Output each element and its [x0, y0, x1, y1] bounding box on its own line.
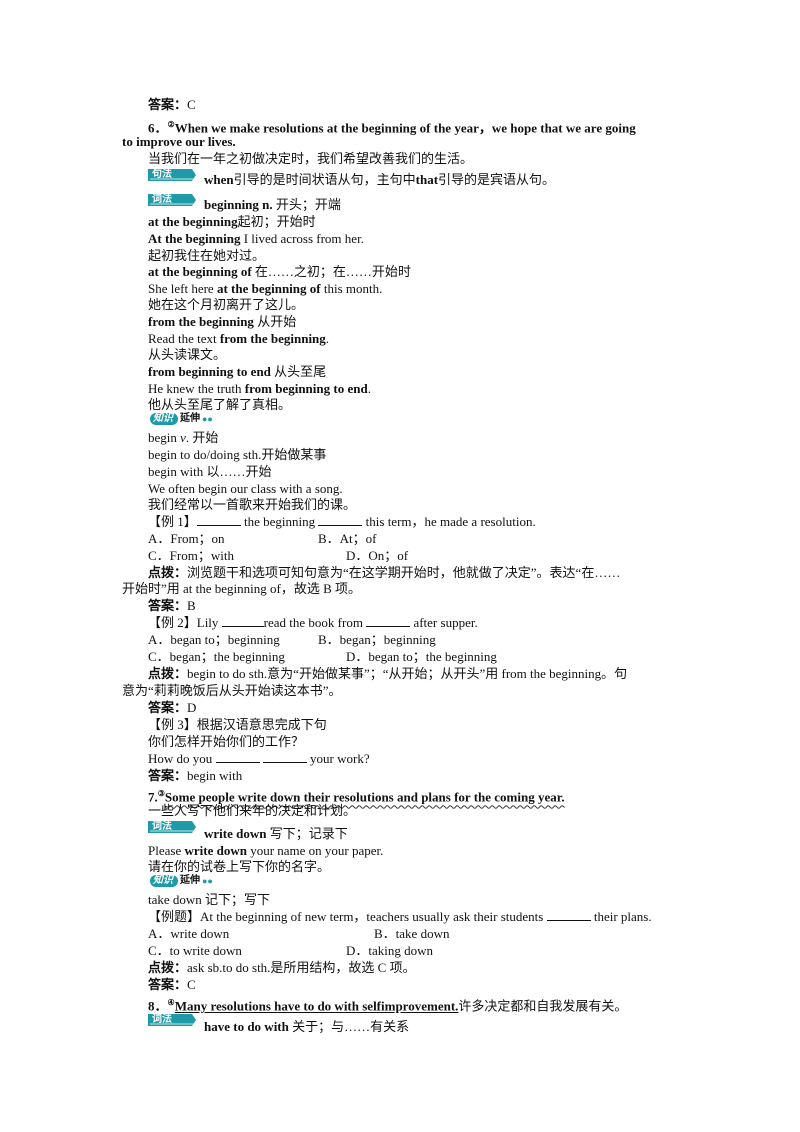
vocab-beginning: beginning n. 开头；开端 — [204, 197, 341, 212]
example-line: He knew the truth from beginning to end. — [148, 381, 371, 396]
phrase-line: from the beginning 从开始 — [148, 314, 297, 329]
begin-verb: begin v. 开始 — [148, 430, 219, 445]
extension-tag: 知识 延伸 ●● — [150, 874, 213, 888]
translation-line: 从头读课文。 — [148, 347, 227, 362]
example-3-prompt: 你们怎样开始你们的工作？ — [148, 734, 305, 749]
phrase-line: from beginning to end 从头至尾 — [148, 364, 327, 379]
answer-line: 答案：C — [148, 97, 196, 112]
sentence-7: 7.③Some people write down their resoluti… — [148, 789, 565, 805]
answer-blank[interactable] — [221, 614, 264, 627]
hint-line-cont: 开始时”用 at the beginning of，故选 B 项。 — [122, 581, 362, 596]
option-b: B．take down — [374, 926, 450, 941]
option-d: D．began to；the beginning — [346, 649, 497, 664]
syntax-tag: 句法 — [148, 168, 196, 182]
phrase-line: at the beginning起初；开始时 — [148, 214, 316, 229]
sentence-8: 8．④Many resolutions have to do with self… — [148, 998, 628, 1014]
example-1-question: 【例 1】 the beginning this term，he made a … — [148, 513, 536, 529]
option-c: C．to write down — [148, 943, 242, 958]
tag-banner-icon — [148, 821, 196, 833]
example-2-question: 【例 2】Lily read the book from after suppe… — [148, 614, 478, 630]
syntax-note: when引导的是时间状语从句，主句中that引导的是宾语从句。 — [204, 172, 556, 187]
example-line: Read the text from the beginning. — [148, 331, 330, 346]
answer-line: 答案：C — [148, 977, 196, 992]
option-a: A．write down — [148, 926, 230, 941]
tag-banner-icon — [148, 194, 196, 206]
phrase-line: begin with 以……开始 — [148, 464, 272, 479]
hint-line: 点拨：浏览题干和选项可知句意为“在这学期开始时，他就做了决定”。表达“在…… — [148, 565, 621, 580]
vocab-have-to-do-with: have to do with 关于；与……有关系 — [204, 1019, 410, 1034]
example-3-fill: How do you your work? — [148, 750, 370, 766]
example-line: We often begin our class with a song. — [148, 481, 343, 496]
phrase-line: begin to do/doing sth.开始做某事 — [148, 447, 327, 462]
extension-pill-icon: 知识 — [150, 413, 178, 425]
phrase-line: take down 记下；写下 — [148, 892, 271, 907]
option-a: A．From；on — [148, 531, 225, 546]
option-a: A．began to；beginning — [148, 632, 280, 647]
example-line: She left here at the beginning of this m… — [148, 281, 383, 296]
option-b: B．began；beginning — [318, 632, 436, 647]
sentence-6-translation: 当我们在一年之初做决定时，我们希望改善我们的生活。 — [148, 151, 474, 166]
translation-line: 她在这个月初离开了这儿。 — [148, 297, 305, 312]
vocab-write-down: write down 写下；记录下 — [204, 826, 348, 841]
sentence-6: 6．②When we make resolutions at the begin… — [148, 120, 636, 136]
extension-pill-icon: 知识 — [150, 875, 178, 887]
option-b: B．At；of — [318, 531, 377, 546]
vocab-tag: 词法 — [148, 820, 196, 834]
sentence-7-translation: 一些人写下他们来年的决定和计划。 — [148, 803, 357, 818]
answer-line: 答案：D — [148, 700, 197, 715]
example-question: 【例题】At the beginning of new term，teacher… — [148, 908, 652, 924]
vocab-tag: 词法 — [148, 1013, 196, 1027]
hint-line: 点拨：ask sb.to do sth.是所用结构，故选 C 项。 — [148, 960, 416, 975]
option-d: D．taking down — [346, 943, 434, 958]
example-3-question: 【例 3】根据汉语意思完成下句 — [148, 717, 327, 732]
answer-blank[interactable] — [318, 513, 363, 526]
hint-line-cont: 意为“莉莉晚饭后从头开始读这本书”。 — [122, 683, 342, 698]
hint-line: 点拨：begin to do sth.意为“开始做某事”；“从开始；从开头”用 … — [148, 666, 628, 681]
answer-blank[interactable] — [262, 750, 307, 763]
answer-line: 答案：begin with — [148, 768, 243, 783]
translation-line: 请在你的试卷上写下你的名字。 — [148, 859, 331, 874]
extension-tag: 知识 延伸 ●● — [150, 412, 213, 426]
translation-line: 起初我住在她对过。 — [148, 248, 266, 263]
option-d: D．On；of — [346, 548, 409, 563]
answer-blank[interactable] — [196, 513, 241, 526]
vocab-tag: 词法 — [148, 193, 196, 207]
answer-blank[interactable] — [215, 750, 260, 763]
option-c: C．began；the beginning — [148, 649, 285, 664]
translation-line: 我们经常以一首歌来开始我们的课。 — [148, 497, 357, 512]
sentence-6-cont: to improve our lives. — [122, 134, 236, 149]
tag-banner-icon — [148, 1014, 196, 1026]
phrase-line: at the beginning of 在……之初；在……开始时 — [148, 264, 411, 279]
option-c: C．From；with — [148, 548, 234, 563]
example-line: At the beginning I lived across from her… — [148, 231, 364, 246]
example-line: Please write down your name on your pape… — [148, 843, 384, 858]
answer-blank[interactable] — [546, 908, 591, 921]
tag-banner-icon — [148, 169, 196, 181]
answer-blank[interactable] — [366, 614, 411, 627]
translation-line: 他从头至尾了解了真相。 — [148, 397, 292, 412]
answer-line: 答案：B — [148, 598, 196, 613]
